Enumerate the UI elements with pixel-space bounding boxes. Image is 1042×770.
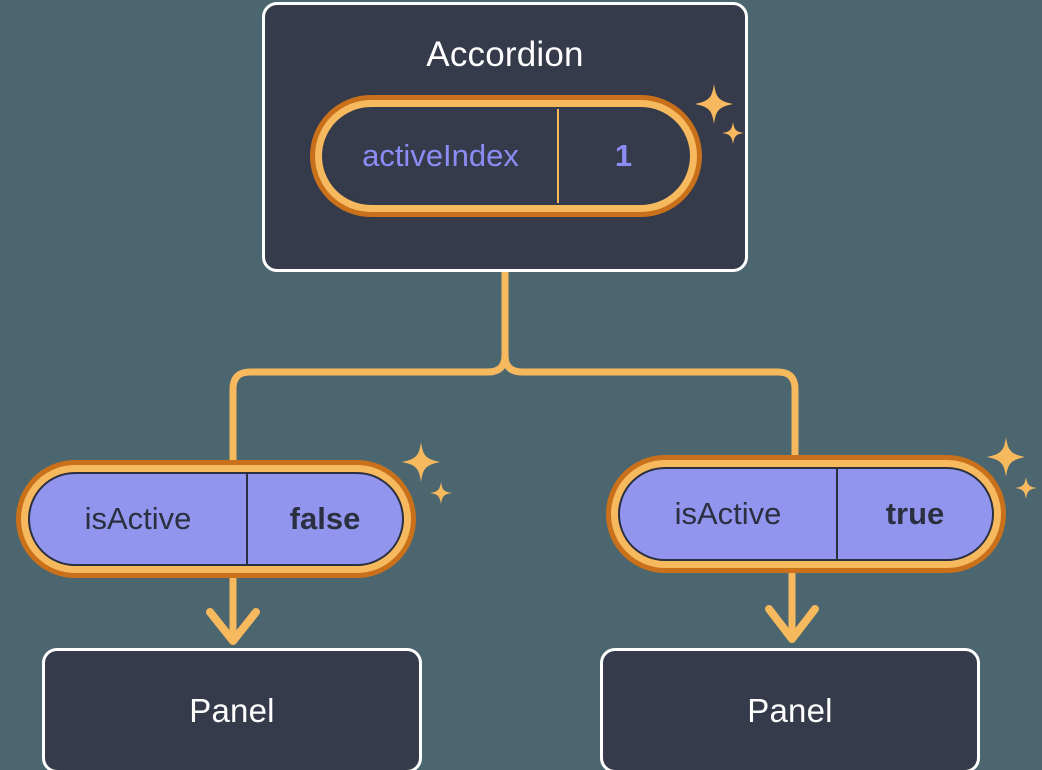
state-pill-key: activeIndex — [324, 109, 559, 203]
state-pill-value: 1 — [614, 138, 633, 173]
arrow-head-right-icon — [765, 605, 819, 643]
state-pill-active-index[interactable]: activeIndex 1 — [310, 95, 702, 217]
state-pill-inner-ring: activeIndex 1 — [315, 100, 697, 212]
state-pill-is-active-false[interactable]: isActive false — [16, 460, 416, 578]
state-pill-body: isActive false — [28, 472, 404, 566]
connector-root-split — [229, 268, 509, 474]
state-pill-inner-ring: isActive true — [611, 460, 1001, 568]
state-pill-inner-ring: isActive false — [21, 465, 411, 573]
panel-component-card-right[interactable]: Panel — [600, 648, 980, 770]
arrow-head-left-icon — [206, 608, 260, 645]
state-pill-key: isActive — [620, 469, 838, 559]
state-pill-key: isActive — [30, 474, 248, 564]
connector-root-split-right — [501, 268, 799, 469]
state-pill-value: true — [885, 496, 945, 531]
accordion-title: Accordion — [426, 35, 584, 74]
state-pill-value: false — [289, 501, 361, 536]
panel-title: Panel — [747, 691, 833, 729]
state-pill-body: activeIndex 1 — [322, 107, 690, 205]
state-pill-body: isActive true — [618, 467, 994, 561]
panel-title: Panel — [189, 691, 275, 729]
panel-component-card-left[interactable]: Panel — [42, 648, 422, 770]
state-pill-is-active-true[interactable]: isActive true — [606, 455, 1006, 573]
